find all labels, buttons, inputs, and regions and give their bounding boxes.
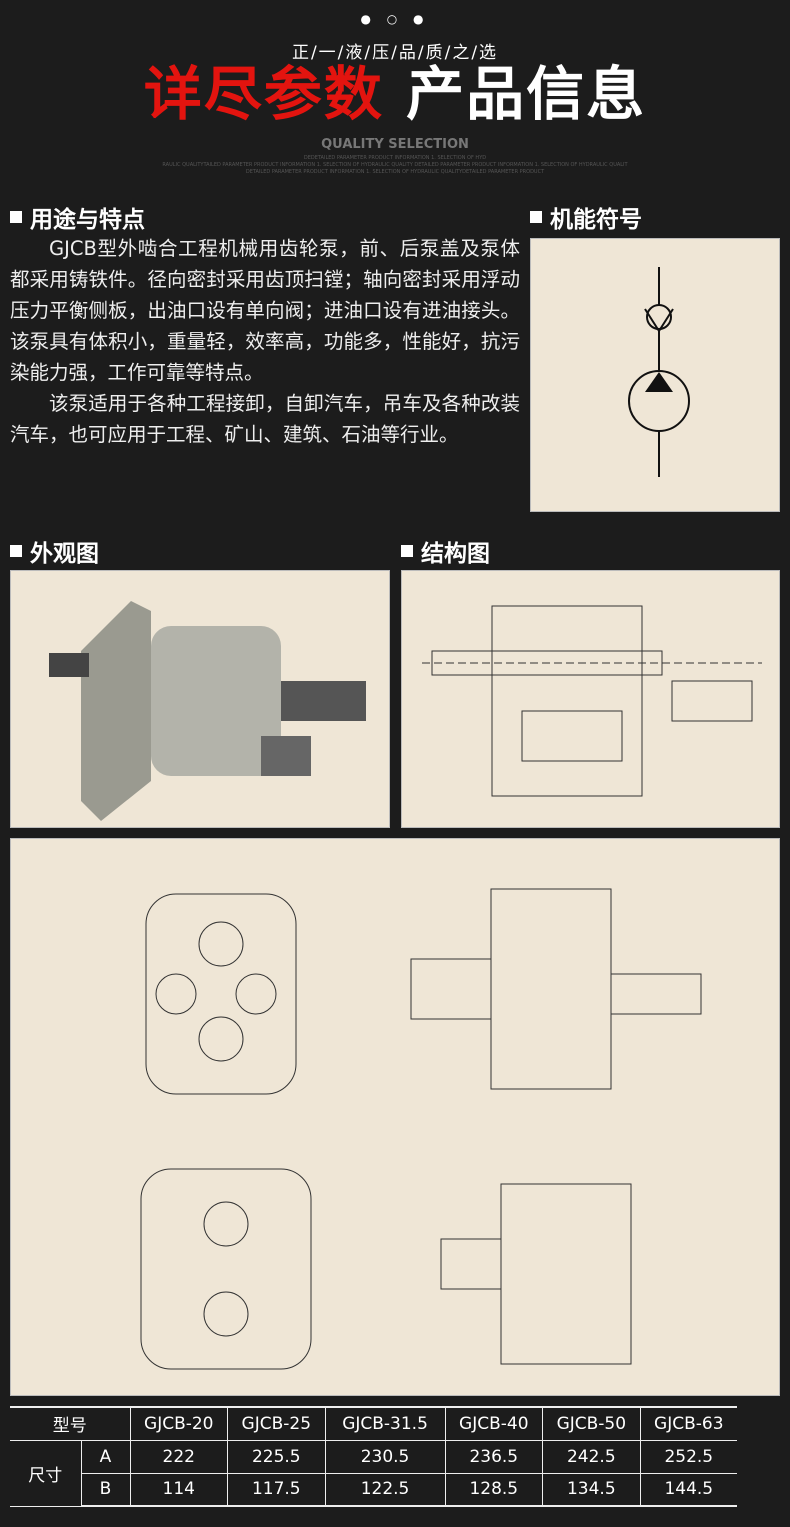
usage-description: GJCB型外啮合工程机械用齿轮泵，前、后泵盖及泵体都采用铸铁件。径向密封采用齿顶… <box>10 237 520 446</box>
pump-appearance-photo <box>10 570 390 828</box>
pump-structure-drawing <box>401 570 780 828</box>
value-cell: 114 <box>129 1472 229 1507</box>
model-cell: GJCB-63 <box>639 1406 737 1441</box>
value-cell: 236.5 <box>444 1439 544 1474</box>
model-cell: GJCB-31.5 <box>324 1406 446 1441</box>
pump-photo-icon <box>49 601 366 821</box>
row-label: B <box>80 1472 131 1507</box>
row-label: A <box>80 1439 131 1474</box>
decorative-text: RAULIC QUALITYTAILED PARAMETER PRODUCT I… <box>162 162 628 168</box>
pump-symbol-icon <box>628 267 690 477</box>
size-label: 尺寸 <box>10 1439 82 1507</box>
model-cell: GJCB-25 <box>227 1406 326 1441</box>
cross-section-icon <box>422 605 762 797</box>
model-cell: GJCB-20 <box>129 1406 229 1441</box>
value-cell: 144.5 <box>639 1472 737 1507</box>
value-cell: 225.5 <box>227 1439 326 1474</box>
header-subtitle: 正/一/液/压/品/质/之/选 <box>291 43 499 63</box>
value-cell: 117.5 <box>227 1472 326 1507</box>
page-title: 详尽参数 产品信息 <box>0 60 790 128</box>
value-cell: 252.5 <box>639 1439 737 1474</box>
title-red: 详尽参数 <box>143 60 384 128</box>
page-indicator-dots: ● ○ ● <box>360 12 430 26</box>
decorative-text: DETAILED PARAMETER PRODUCT INFORMATION 1… <box>245 169 545 175</box>
title-white: 产品信息 <box>406 60 647 128</box>
decorative-text: DEDETAILED PARAMETER PRODUCT INFORMATION… <box>303 155 487 161</box>
value-cell: 122.5 <box>324 1472 446 1507</box>
value-cell: 230.5 <box>324 1439 446 1474</box>
model-cell: GJCB-40 <box>444 1406 544 1441</box>
value-cell: 242.5 <box>542 1439 641 1474</box>
section-heading-structure: 结构图 <box>401 534 490 568</box>
model-cell: GJCB-50 <box>542 1406 641 1441</box>
section-heading-symbol: 机能符号 <box>530 200 642 234</box>
quality-selection-label: QUALITY SELECTION <box>321 137 469 152</box>
model-header: 型号 <box>10 1406 131 1441</box>
decorative-text-block: DEDETAILED PARAMETER PRODUCT INFORMATION… <box>120 155 670 176</box>
dimension-drawing <box>10 838 780 1396</box>
hydraulic-symbol-image <box>530 238 780 512</box>
section-heading-appearance: 外观图 <box>10 534 99 568</box>
section-heading-usage: 用途与特点 <box>10 200 145 234</box>
value-cell: 222 <box>129 1439 229 1474</box>
dimension-drawing-icon <box>140 888 702 1370</box>
value-cell: 128.5 <box>444 1472 544 1507</box>
value-cell: 134.5 <box>542 1472 641 1507</box>
